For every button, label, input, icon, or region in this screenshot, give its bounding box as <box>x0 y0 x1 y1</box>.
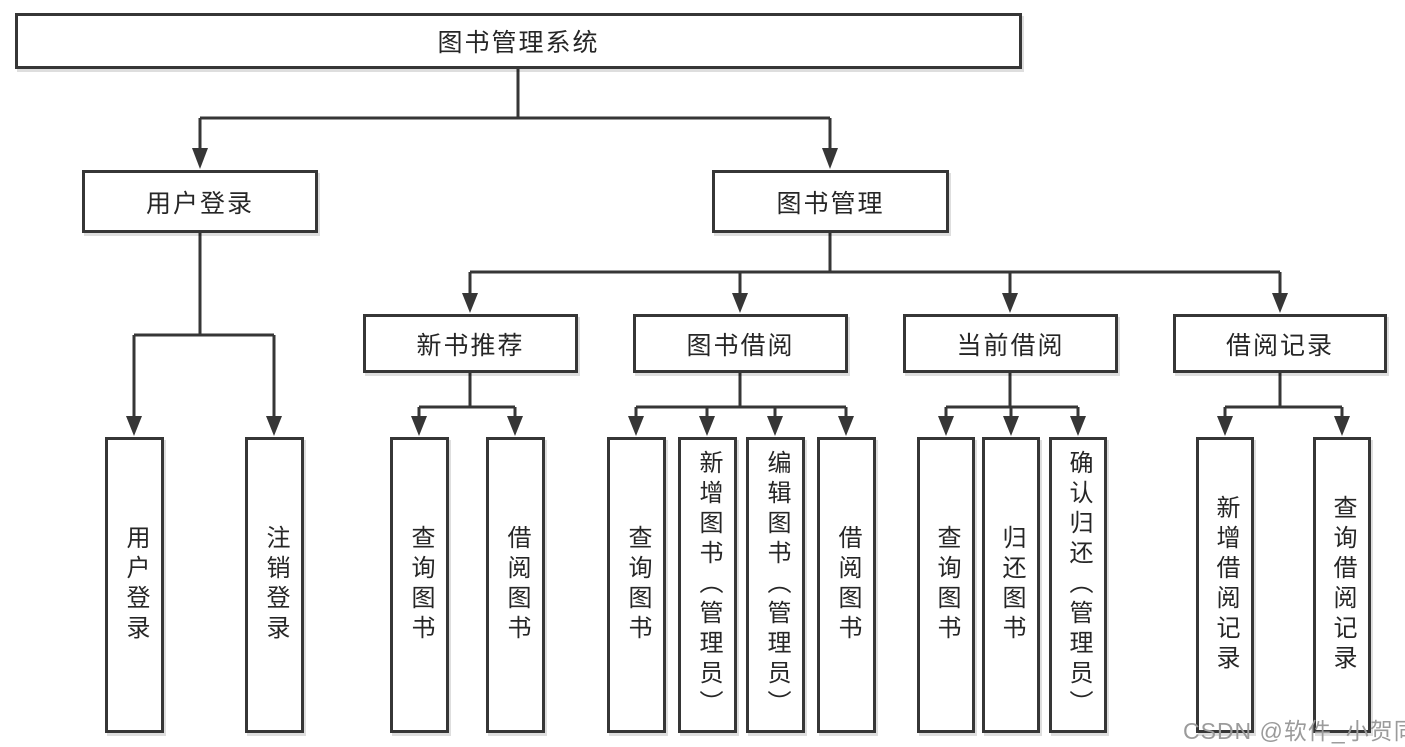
arrowhead <box>1272 293 1288 313</box>
connector-user-login <box>132 233 276 417</box>
node-new-book-recommend: 新书推荐 <box>363 314 578 373</box>
arrowhead <box>732 293 748 313</box>
leaf-user-login: 用户登录 <box>105 437 164 733</box>
arrowhead <box>126 416 142 436</box>
node-library-management-system: 图书管理系统 <box>15 13 1022 69</box>
arrowhead <box>1002 293 1018 313</box>
leaf-add-borrow-record: 新增借阅记录 <box>1196 437 1254 733</box>
node-borrowing-records: 借阅记录 <box>1173 314 1387 373</box>
connector-new-book-recommend <box>417 373 517 417</box>
leaf-add-books-admin: 新增图书（管理员） <box>678 437 737 733</box>
csdn-watermark: CSDN @软件_小贺同学 <box>1183 718 1405 744</box>
arrowhead <box>1003 416 1019 436</box>
connector-book-borrowing <box>634 373 848 417</box>
arrowhead <box>767 416 783 436</box>
leaf-borrow-books-borrowing: 借阅图书 <box>817 437 876 733</box>
arrowhead <box>822 148 838 169</box>
node-book-borrowing: 图书借阅 <box>633 314 848 373</box>
arrowhead <box>1217 416 1233 436</box>
arrowhead <box>192 148 208 169</box>
leaf-return-books: 归还图书 <box>982 437 1040 733</box>
arrowhead <box>1334 416 1350 436</box>
leaf-confirm-return-admin: 确认归还（管理员） <box>1049 437 1107 733</box>
leaf-borrow-books-recommend: 借阅图书 <box>486 437 545 733</box>
connector-root-stem <box>198 69 832 149</box>
leaf-query-books-recommend: 查询图书 <box>390 437 449 733</box>
arrowhead <box>411 416 427 436</box>
node-book-management: 图书管理 <box>712 170 949 233</box>
node-user-login: 用户登录 <box>82 170 318 233</box>
leaf-edit-books-admin: 编辑图书（管理员） <box>746 437 805 733</box>
leaf-logout-login: 注销登录 <box>245 437 304 733</box>
arrowhead <box>1070 416 1086 436</box>
leaf-query-books-current: 查询图书 <box>917 437 975 733</box>
connector-current-borrowing <box>944 373 1080 417</box>
arrowhead <box>838 416 854 436</box>
arrowhead <box>462 293 478 313</box>
arrowhead <box>507 416 523 436</box>
leaf-query-borrow-record: 查询借阅记录 <box>1313 437 1371 733</box>
leaf-query-books-borrowing: 查询图书 <box>607 437 666 733</box>
arrowhead <box>699 416 715 436</box>
node-current-borrowing: 当前借阅 <box>903 314 1118 373</box>
arrowhead <box>628 416 644 436</box>
connector-book-management <box>468 233 1282 294</box>
arrowhead <box>266 416 282 436</box>
connector-borrowing-records <box>1223 373 1344 417</box>
arrowhead <box>938 416 954 436</box>
